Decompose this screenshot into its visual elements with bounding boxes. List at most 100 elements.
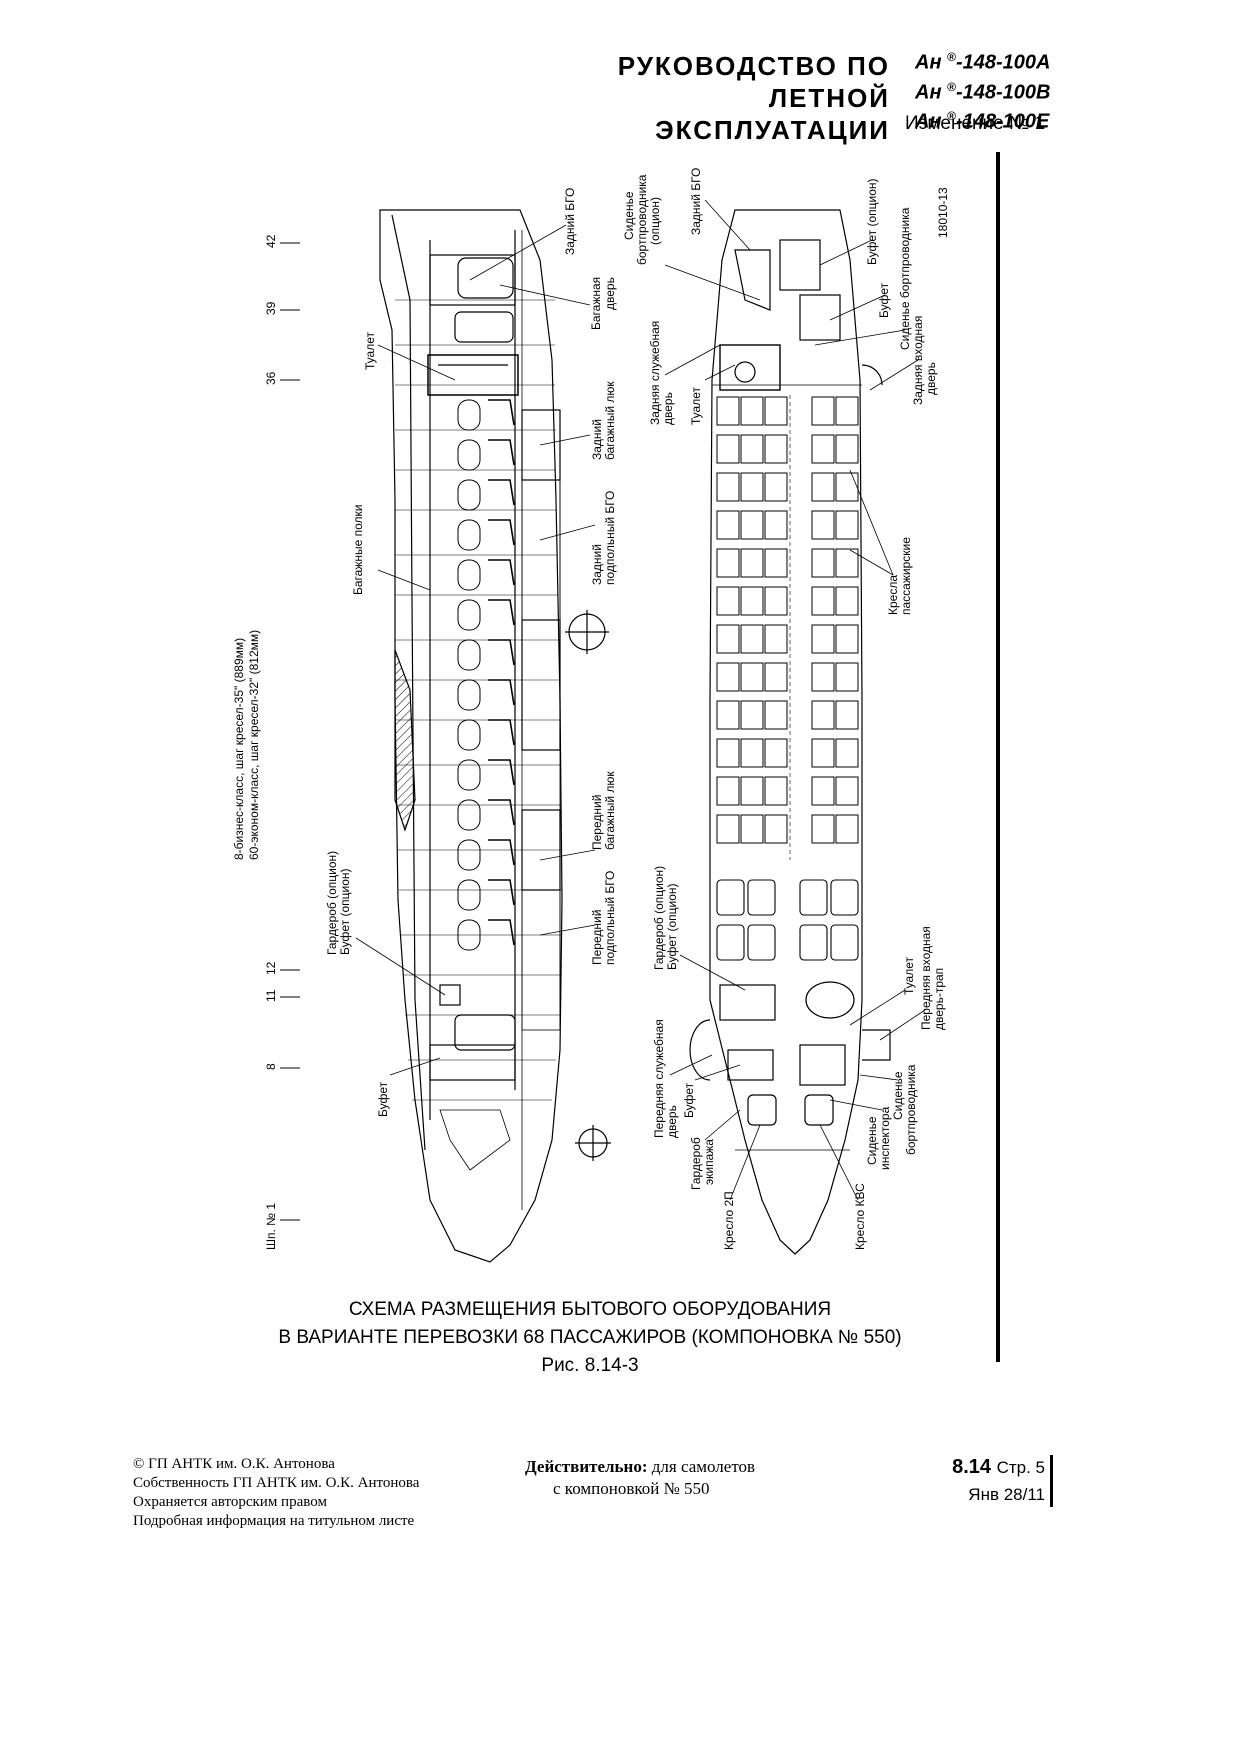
label-front-hatch: Передний — [590, 795, 604, 850]
label-attendant-seat-plan: Сиденье бортпроводника — [898, 207, 912, 350]
label-buffet-side: Буфет — [376, 1081, 390, 1117]
label-rear-bgo-plan: Задний БГО — [689, 168, 703, 235]
ownership-line: Собственность ГП АНТК им. О.К. Антонова — [133, 1475, 420, 1491]
frame-number: 12 — [264, 961, 278, 975]
seat-row — [716, 548, 859, 578]
label-rear-service-2: дверь — [661, 392, 675, 425]
frame-number: 36 — [264, 371, 278, 385]
label-rear-hatch: Задний — [590, 419, 604, 460]
page-number: Стр. 5 — [996, 1458, 1045, 1477]
footer-page-info: 8.14 Стр. 5 Янв 28/11 — [905, 1456, 1045, 1505]
label-copilot-seat: Кресло 2П — [722, 1191, 736, 1250]
model-item: Ан ®-148-100E — [915, 109, 1050, 133]
drawing-number: 18010-13 — [936, 187, 950, 238]
model-item: Ан ®-148-100A — [915, 50, 1051, 74]
label-attendant-front: Сиденье — [891, 1071, 905, 1120]
model-item: Ан ®-148-100B — [915, 79, 1051, 104]
seat-row — [716, 624, 859, 654]
label-front-under-bgo: Передний — [590, 910, 604, 965]
frame-number: 39 — [264, 301, 278, 315]
economy-seats — [716, 396, 859, 844]
caption-line1: СХЕМА РАЗМЕЩЕНИЯ БЫТОВОГО ОБОРУДОВАНИЯ — [348, 1299, 832, 1320]
frame-number: 11 — [264, 989, 278, 1002]
model-list: Ан ®-148-100A Ан ®-148-100B Ан ®-148-100… — [915, 45, 1065, 134]
class-note-business: 8-бизнес-класс, шаг кресел-35" (889мм) — [232, 638, 246, 860]
label-inspector-2: инспектора — [878, 1106, 892, 1170]
label-captain-seat: Кресло КВС — [853, 1183, 867, 1250]
seat-row — [716, 738, 859, 768]
label-rear-under-bgo: Задний — [590, 544, 604, 585]
label-front-entry: Передняя входная — [919, 926, 933, 1030]
label-toilet-side: Туалет — [363, 332, 377, 370]
label-buffet-opt-plan-2: Буфет (опцион) — [665, 884, 679, 971]
manual-title: РУКОВОДСТВО ПО ЛЕТНОЙ ЭКСПЛУАТАЦИИ — [560, 50, 890, 146]
business-seats — [716, 879, 859, 961]
seat-row — [716, 700, 859, 730]
plan-view — [689, 209, 891, 1255]
label-toilet-plan: Туалет — [689, 387, 703, 425]
label-luggage-shelves: Багажные полки — [351, 505, 365, 596]
class-note-economy: 60-эконом-класс, шаг кресел-32" (812мм) — [247, 630, 261, 860]
label-attendant-front-2: бортпроводника — [904, 1064, 918, 1155]
label-buffet-front: Буфет — [682, 1082, 696, 1118]
copyright-line: © ГП АНТК им. О.К. Антонова — [133, 1456, 335, 1472]
caption-figure-number: Рис. 8.14-3 — [541, 1355, 639, 1376]
frame-numbers: 42 39 36 12 11 8 Шп. № 1 — [264, 234, 278, 1250]
footer-validity: Действительно: для самолетов с компоновк… — [525, 1456, 825, 1500]
frame-number: 8 — [264, 1063, 278, 1070]
side-view — [379, 209, 563, 1263]
label-buffet-opt-side: Буфет (опцион) — [338, 869, 352, 956]
label-wardrobe-opt-side: Гардероб (опцион) — [325, 851, 339, 955]
validity-line1: Действительно: для самолетов — [525, 1457, 756, 1476]
label-pax-seats-2: пассажирские — [899, 537, 913, 615]
label-attendant-seat-opt: Сиденье — [622, 191, 636, 240]
label-front-service-2: дверь — [665, 1105, 679, 1138]
label-rear-bgo: Задний БГО — [563, 188, 577, 255]
footer-copyright: © ГП АНТК им. О.К. Антонова Собственност… — [133, 1455, 453, 1531]
label-crew-wardrobe-2: экипажа — [702, 1139, 716, 1185]
label-cargo-door: Багажная — [589, 277, 603, 330]
seat-row — [716, 662, 859, 692]
label-front-under-bgo-2: подпольный БГО — [603, 871, 617, 965]
label-front-entry-2: дверь-трап — [932, 968, 946, 1030]
manual-title-line1: РУКОВОДСТВО ПО ЛЕТНОЙ — [617, 51, 890, 113]
seat-row — [716, 776, 859, 806]
seat-row — [716, 434, 859, 464]
label-pax-seats: Кресла — [886, 575, 900, 615]
revision-date: Янв 28/11 — [968, 1485, 1045, 1504]
details-line: Подробная информация на титульном листе — [133, 1513, 415, 1529]
section-number: 8.14 — [952, 1456, 992, 1478]
label-rear-entry-2: дверь — [924, 362, 938, 395]
label-crew-wardrobe: Гардероб — [689, 1137, 703, 1190]
seat-row — [716, 814, 859, 844]
label-attendant-seat-opt-2: бортпроводника — [635, 174, 649, 265]
label-wardrobe-opt-plan: Гардероб (опцион) — [652, 866, 666, 970]
side-seat-column — [457, 399, 481, 951]
label-front-service: Передняя служебная — [652, 1019, 666, 1138]
seat-row — [716, 472, 859, 502]
frame-number: 42 — [264, 234, 278, 248]
figure-caption: СХЕМА РАЗМЕЩЕНИЯ БЫТОВОГО ОБОРУДОВАНИЯ В… — [230, 1296, 950, 1380]
manual-title-line2: ЭКСПЛУАТАЦИИ — [655, 115, 890, 145]
caption-line2: В ВАРИАНТЕ ПЕРЕВОЗКИ 68 ПАССАЖИРОВ (КОМП… — [278, 1327, 902, 1348]
section-page-line: 8.14 Стр. 5 — [905, 1456, 1045, 1479]
label-cargo-door-2: дверь — [603, 277, 617, 310]
label-toilet-front: Туалет — [902, 957, 916, 995]
label-rear-hatch-2: багажный люк — [603, 381, 617, 460]
revision-bar — [996, 152, 1000, 1362]
frame-ticks — [280, 242, 300, 1221]
label-front-hatch-2: багажный люк — [603, 771, 617, 850]
label-inspector: Сиденье — [865, 1116, 879, 1165]
label-attendant-seat-opt-3: (опцион) — [648, 197, 662, 245]
label-buffet-opt-plan: Буфет (опцион) — [865, 179, 879, 266]
protection-line: Охраняется авторским правом — [133, 1494, 327, 1510]
label-buffet-plan: Буфет — [877, 282, 891, 318]
seat-row — [716, 396, 859, 426]
frame-prefix: Шп. № 1 — [264, 1203, 278, 1250]
label-rear-service: Задняя служебная — [648, 321, 662, 425]
centerline-markers — [565, 610, 611, 1161]
label-rear-under-bgo-2: подпольный БГО — [603, 491, 617, 585]
validity-line2: с компоновкой № 550 — [553, 1479, 710, 1498]
seat-row — [716, 586, 859, 616]
